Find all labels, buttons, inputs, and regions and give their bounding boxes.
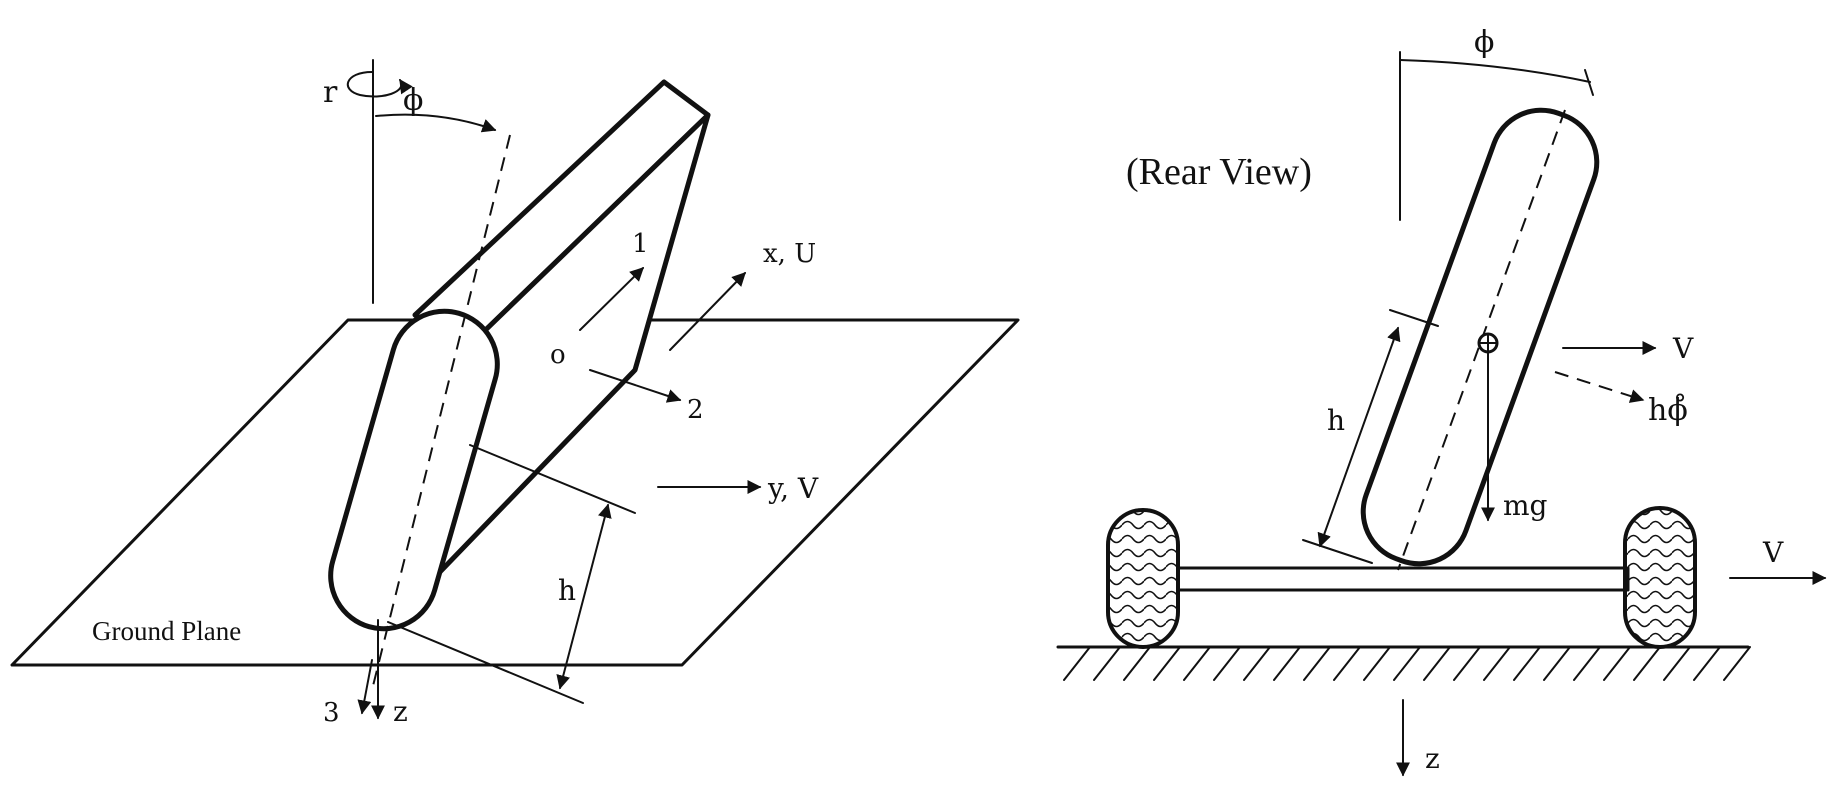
axis-2-label: 2 bbox=[687, 395, 704, 425]
left-isometric-view: Ground Plane r ϕ o 1 2 3 z x, U y, V h bbox=[10, 59, 1020, 728]
z-axis-label: z bbox=[1425, 742, 1440, 775]
height-extension-upper bbox=[1389, 309, 1439, 327]
roll-angle-arc-tick bbox=[1584, 69, 1594, 96]
height-extension-lower bbox=[387, 621, 584, 704]
weight-label: mg bbox=[1503, 489, 1548, 522]
body-center-dashed-line bbox=[1397, 109, 1566, 571]
left-wheel bbox=[1106, 508, 1180, 649]
axle bbox=[1176, 566, 1630, 592]
ground-plane-label: Ground Plane bbox=[92, 616, 241, 646]
height-dimension-arrow bbox=[1317, 326, 1401, 548]
roll-axis-dashed-line bbox=[371, 134, 511, 691]
x-axis-arrow bbox=[669, 271, 746, 351]
ground-plane bbox=[10, 318, 1020, 667]
x-axis-label: x, U bbox=[763, 239, 816, 269]
roll-angle-label: ϕ bbox=[1474, 25, 1494, 60]
yaw-rotation-arrow-icon bbox=[346, 71, 413, 98]
roll-rate-velocity-arrow bbox=[1554, 371, 1645, 403]
right-rear-view: (Rear View) ϕ mg V hϕ̊ bbox=[1056, 25, 1827, 777]
rear-view-title: (Rear View) bbox=[1126, 151, 1312, 193]
roll-angle-arc bbox=[375, 113, 497, 133]
axis-3-arrow bbox=[357, 659, 373, 715]
height-label: h bbox=[558, 574, 576, 607]
yaw-rate-label: r bbox=[323, 75, 338, 110]
ground-surface bbox=[1056, 645, 1751, 681]
lateral-velocity-label: V bbox=[1672, 332, 1694, 365]
body-front-face bbox=[328, 308, 500, 632]
height-dimension-arrow bbox=[556, 503, 612, 690]
y-axis-label: y, V bbox=[767, 472, 819, 505]
right-wheel bbox=[1623, 506, 1697, 649]
height-label: h bbox=[1327, 404, 1345, 437]
height-extension-lower bbox=[1302, 539, 1373, 564]
z-axis-label: z bbox=[393, 695, 408, 728]
roll-rate-velocity-label: hϕ̊ bbox=[1648, 393, 1688, 428]
axis-3-label: 3 bbox=[323, 698, 340, 728]
vehicle-velocity-label: V bbox=[1762, 536, 1784, 569]
roll-angle-arc bbox=[1399, 59, 1591, 83]
origin-label: o bbox=[550, 340, 566, 370]
height-extension-upper bbox=[469, 444, 636, 514]
axis-2-arrow bbox=[589, 369, 682, 403]
axis-1-arrow bbox=[579, 267, 644, 331]
roll-angle-label: ϕ bbox=[403, 83, 423, 118]
axis-1-label: 1 bbox=[632, 229, 649, 259]
